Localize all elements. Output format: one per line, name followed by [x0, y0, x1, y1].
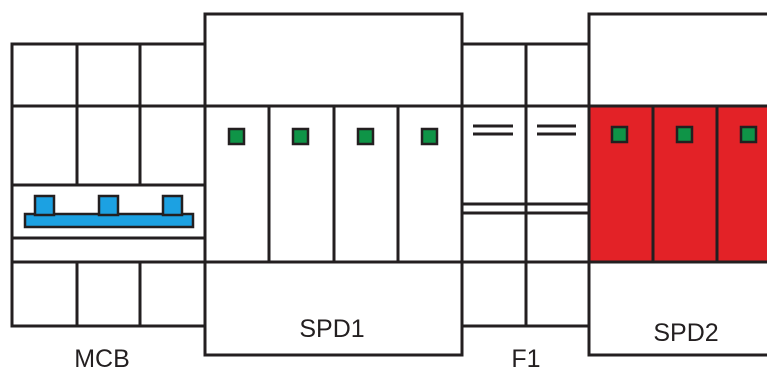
spd2-device: SPD2 — [587, 12, 767, 357]
spd2-label: SPD2 — [653, 319, 718, 347]
spd1-indicator-3 — [356, 127, 375, 146]
spd2-indicator-2 — [675, 125, 694, 144]
mcb-device: MCB — [10, 42, 207, 373]
mcb-label: MCB — [74, 345, 130, 373]
spd1-indicator-2 — [291, 127, 310, 146]
spd1-indicator-4 — [420, 127, 439, 146]
f1-device: F1 — [460, 42, 591, 373]
mcb-handle-2 — [97, 194, 120, 217]
mcb-handle-1 — [33, 194, 56, 217]
spd2-body — [587, 12, 767, 357]
mcb-handle-3 — [161, 194, 184, 217]
spd1-indicator-1 — [227, 127, 246, 146]
f1-label: F1 — [511, 345, 540, 373]
spd2-indicator-3 — [739, 125, 758, 144]
spd1-label: SPD1 — [299, 315, 364, 343]
mcb-busbar — [23, 194, 195, 229]
spd1-device: SPD1 — [203, 12, 464, 357]
spd2-indicator-1 — [610, 125, 629, 144]
